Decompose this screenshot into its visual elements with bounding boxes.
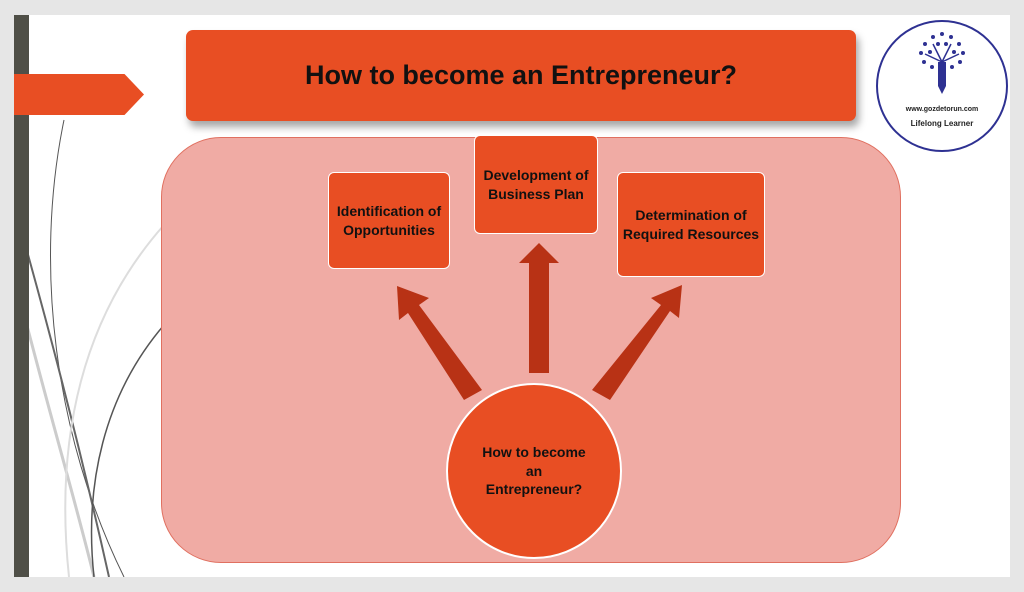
tree-pencil-icon — [919, 32, 965, 94]
logo-url: www.gozdetorun.com — [905, 106, 979, 113]
box-determination-of-required-resources: Determination of Required Resources — [617, 172, 765, 277]
slide-title: How to become an Entrepreneur? — [186, 30, 856, 121]
arrow-left — [397, 286, 482, 400]
logo-tagline: Lifelong Learner — [910, 119, 974, 128]
box-identification-of-opportunities: Identification of Opportunities — [328, 172, 450, 269]
arrow-right — [592, 285, 682, 400]
sidebar-bar — [14, 15, 29, 577]
center-label: How to become an Entrepreneur? — [482, 443, 586, 498]
center-circle: How to become an Entrepreneur? — [446, 383, 622, 559]
arrow-up — [519, 243, 559, 373]
slide: How to become an Entrepreneur? www.gozde… — [14, 15, 1010, 577]
box-development-of-business-plan: Development of Business Plan — [474, 135, 598, 234]
arrows — [397, 243, 682, 400]
pointer-tag — [14, 74, 144, 115]
logo: www.gozdetorun.com Lifelong Learner — [876, 20, 1008, 152]
